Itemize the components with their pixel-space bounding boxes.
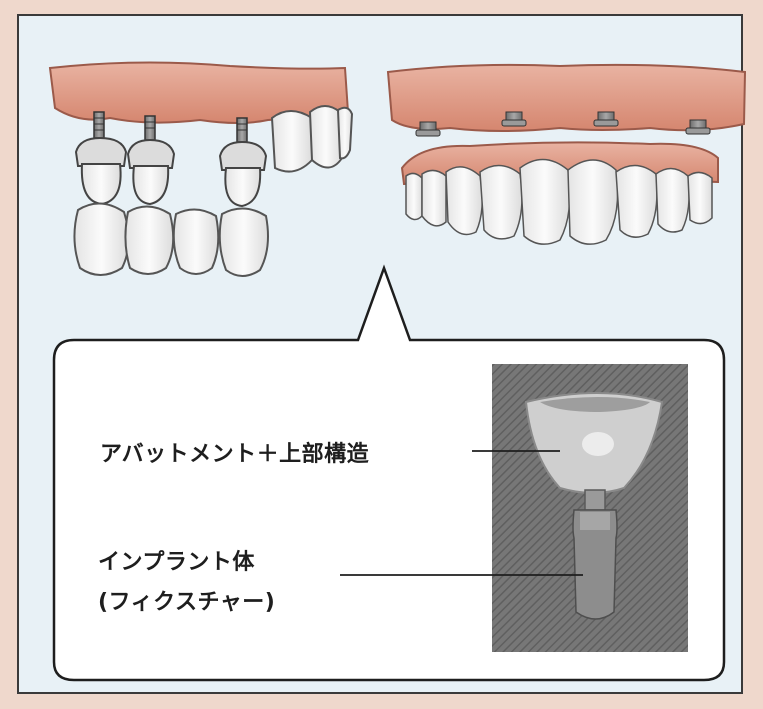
natural-tooth [272,111,312,172]
denture-tooth [406,173,422,219]
implant-body-label: インプラント体 [98,544,255,576]
denture-tooth [688,172,712,223]
full-arch-implant-illustration [388,65,745,244]
implant-head [416,122,440,136]
abutment [76,138,126,166]
natural-tooth [338,108,352,159]
denture-tooth [446,167,482,235]
natural-tooth [310,106,342,168]
implant-post [145,116,155,140]
crown-core [82,164,121,204]
implant-post [94,112,104,138]
abutment [220,142,266,170]
implant-head [594,112,618,126]
crown-core [133,166,168,204]
denture-tooth [616,165,657,237]
implant-head [686,120,710,134]
abutment [128,140,174,168]
bridge-crown [125,206,173,274]
bridge-crown [74,203,128,275]
implant-photo [492,364,688,652]
denture-tooth [568,160,618,244]
denture-tooth [656,168,689,232]
bridge-crown [174,209,219,274]
denture-tooth [422,170,446,225]
denture-tooth [520,159,570,244]
single-implant-illustration [50,62,352,276]
bridge-crown [220,208,268,276]
implant-post [237,118,247,142]
crown-core [225,168,260,206]
implant-head [502,112,526,126]
denture-tooth [480,165,522,238]
abutment-label: アバットメント＋上部構造 [100,436,369,468]
photo-abutment-neck [585,490,605,510]
fixture-label: (フィクスチャー) [98,584,275,616]
